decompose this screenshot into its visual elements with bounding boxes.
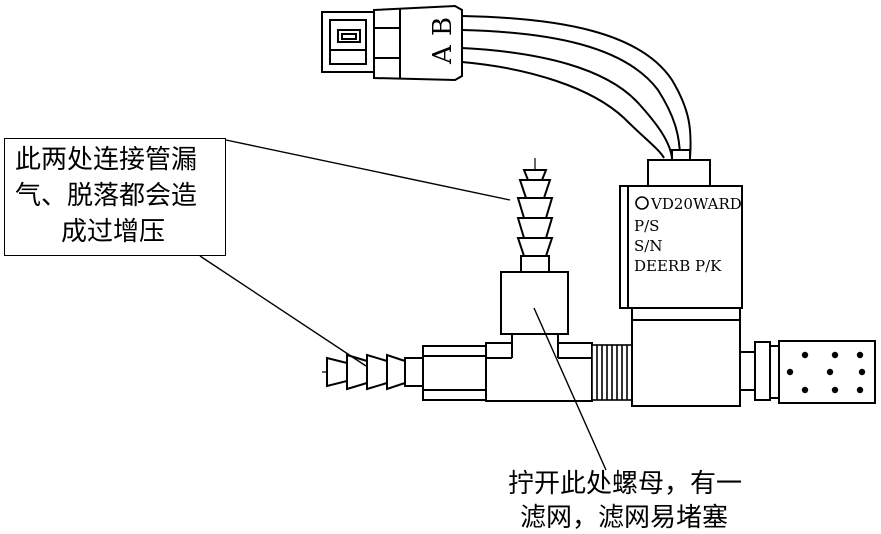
valve-model-label: VD20WARD	[650, 195, 742, 213]
callout-filter-line-1: 拧开此处螺母，有一	[508, 469, 743, 499]
solenoid-valve	[619, 149, 743, 407]
connector-pin-a: A	[428, 44, 458, 65]
valve-ps-label: P/S	[634, 217, 659, 235]
top-barbed-fitting	[516, 169, 554, 273]
left-barbed-fitting	[326, 353, 424, 391]
leader-lines	[199, 139, 607, 471]
outlet-rivet-dots	[786, 351, 866, 394]
tee-fitting	[422, 271, 593, 402]
connector-pin-b: B	[428, 17, 458, 36]
cable-bundle	[461, 15, 692, 159]
connector-plug	[321, 4, 463, 82]
callout-leak-line-3: 成过增压	[61, 217, 166, 247]
callout-leak-line-2: 气、脱落都会造	[15, 181, 198, 211]
valve-indicator-icon	[635, 196, 649, 210]
callout-filter-line-2: 滤网，滤网易堵塞	[520, 503, 729, 533]
right-outlet	[739, 340, 876, 404]
valve-sn-label: S/N	[634, 237, 662, 255]
callout-box-leak: 此两处连接管漏 气、脱落都会造 成过增压	[4, 138, 226, 256]
threaded-connector	[591, 344, 633, 401]
callout-leak-line-1: 此两处连接管漏	[15, 145, 198, 175]
valve-pk-label: DEERB P/K	[634, 257, 722, 275]
